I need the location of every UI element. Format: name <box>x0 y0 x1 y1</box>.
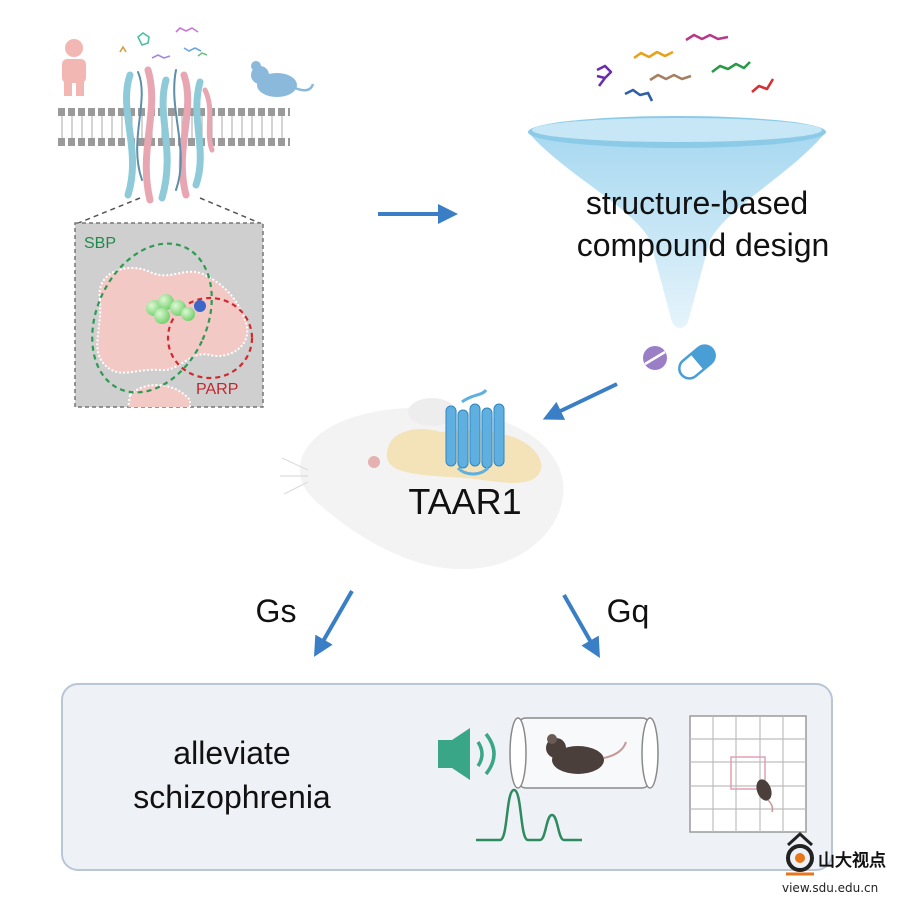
zoom-line-left <box>75 197 141 225</box>
startle-tube <box>509 717 659 789</box>
pill-icon <box>643 346 667 370</box>
taar1-receptor-icon <box>445 388 505 476</box>
arrow-to-mouse <box>542 382 618 420</box>
mouse-icon <box>251 61 315 97</box>
receptor-label: TAAR1 <box>408 481 521 522</box>
logo-icon <box>786 831 814 876</box>
sbp-ring <box>91 242 213 394</box>
membrane-icon <box>58 108 290 146</box>
outcome-label-line2: schizophrenia <box>133 779 331 815</box>
arrow-gq <box>562 594 600 658</box>
gs-label: Gs <box>256 593 297 629</box>
watermark-url: view.sdu.edu.cn <box>782 881 878 895</box>
mouse-in-tube <box>546 734 627 774</box>
parp-label: PARP <box>196 381 238 398</box>
funnel-label-line2: compound design <box>577 227 830 263</box>
compound-ligands <box>596 33 775 102</box>
speaker-icon <box>438 728 496 780</box>
human-icon <box>62 39 86 96</box>
gq-label: Gq <box>607 593 650 629</box>
ligand-spheres <box>146 294 206 324</box>
startle-trace <box>476 788 582 842</box>
small-ligands <box>119 27 208 59</box>
receptor-structure <box>123 66 215 204</box>
parp-ring <box>166 296 254 380</box>
funnel-icon <box>528 116 826 328</box>
binding-pocket-panel: SBP PARP <box>74 222 264 408</box>
arrow-gs <box>314 590 354 657</box>
watermark: 山大视点 view.sdu.edu.cn <box>782 831 886 895</box>
outcome-label-line1: alleviate <box>173 735 290 771</box>
maze-icon <box>689 715 807 833</box>
watermark-name: 山大视点 <box>818 850 886 871</box>
zoom-line-right <box>199 197 263 225</box>
funnel-label-line1: structure-based <box>586 185 808 221</box>
sbp-label: SBP <box>84 235 116 252</box>
capsule-icon <box>678 344 716 380</box>
